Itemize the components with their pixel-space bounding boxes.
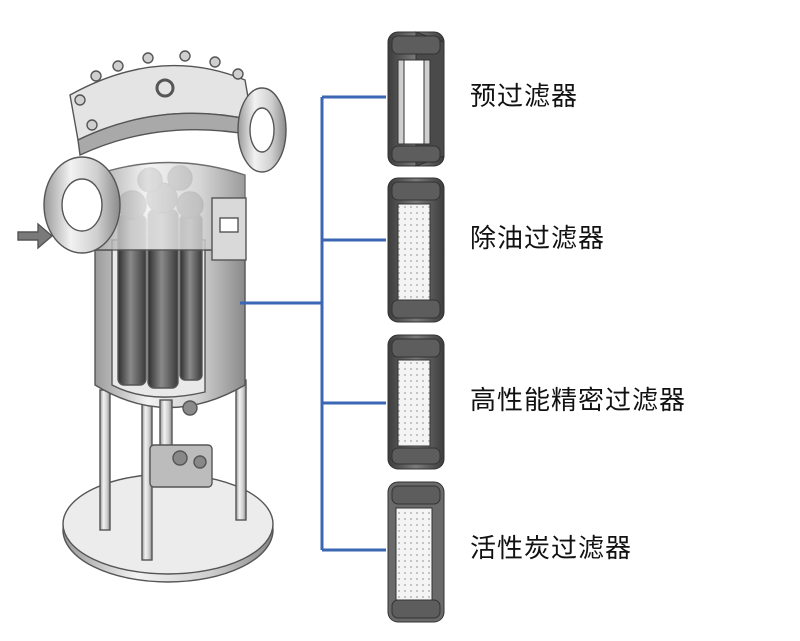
high-performance-filter-element xyxy=(387,334,445,470)
bolt xyxy=(142,52,154,64)
support-leg xyxy=(235,379,247,521)
auto-drain xyxy=(149,444,213,488)
valve-handle xyxy=(182,400,198,416)
oil-removal-filter-element xyxy=(387,177,445,323)
label-high-performance-filter: 高性能精密过滤器 xyxy=(470,386,687,416)
label-oil-removal-filter: 除油过滤器 xyxy=(470,224,606,254)
activated-carbon-filter-element xyxy=(387,481,445,623)
bolt xyxy=(74,94,86,106)
support-leg xyxy=(99,389,111,531)
bolt xyxy=(232,68,244,80)
bolt xyxy=(112,60,124,72)
connector-lines xyxy=(240,95,386,552)
lifting-eye xyxy=(155,78,175,98)
inlet-arrow-icon xyxy=(17,222,54,250)
bolt xyxy=(209,56,221,68)
bolt xyxy=(179,50,191,62)
drain-pipe xyxy=(159,399,173,449)
bolt xyxy=(90,70,102,82)
pre-filter-element xyxy=(387,31,445,167)
label-pre-filter: 预过滤器 xyxy=(470,82,579,112)
bolt xyxy=(86,119,98,131)
filter-housing-illustration xyxy=(17,50,287,583)
label-activated-carbon-filter: 活性炭过滤器 xyxy=(470,534,633,564)
